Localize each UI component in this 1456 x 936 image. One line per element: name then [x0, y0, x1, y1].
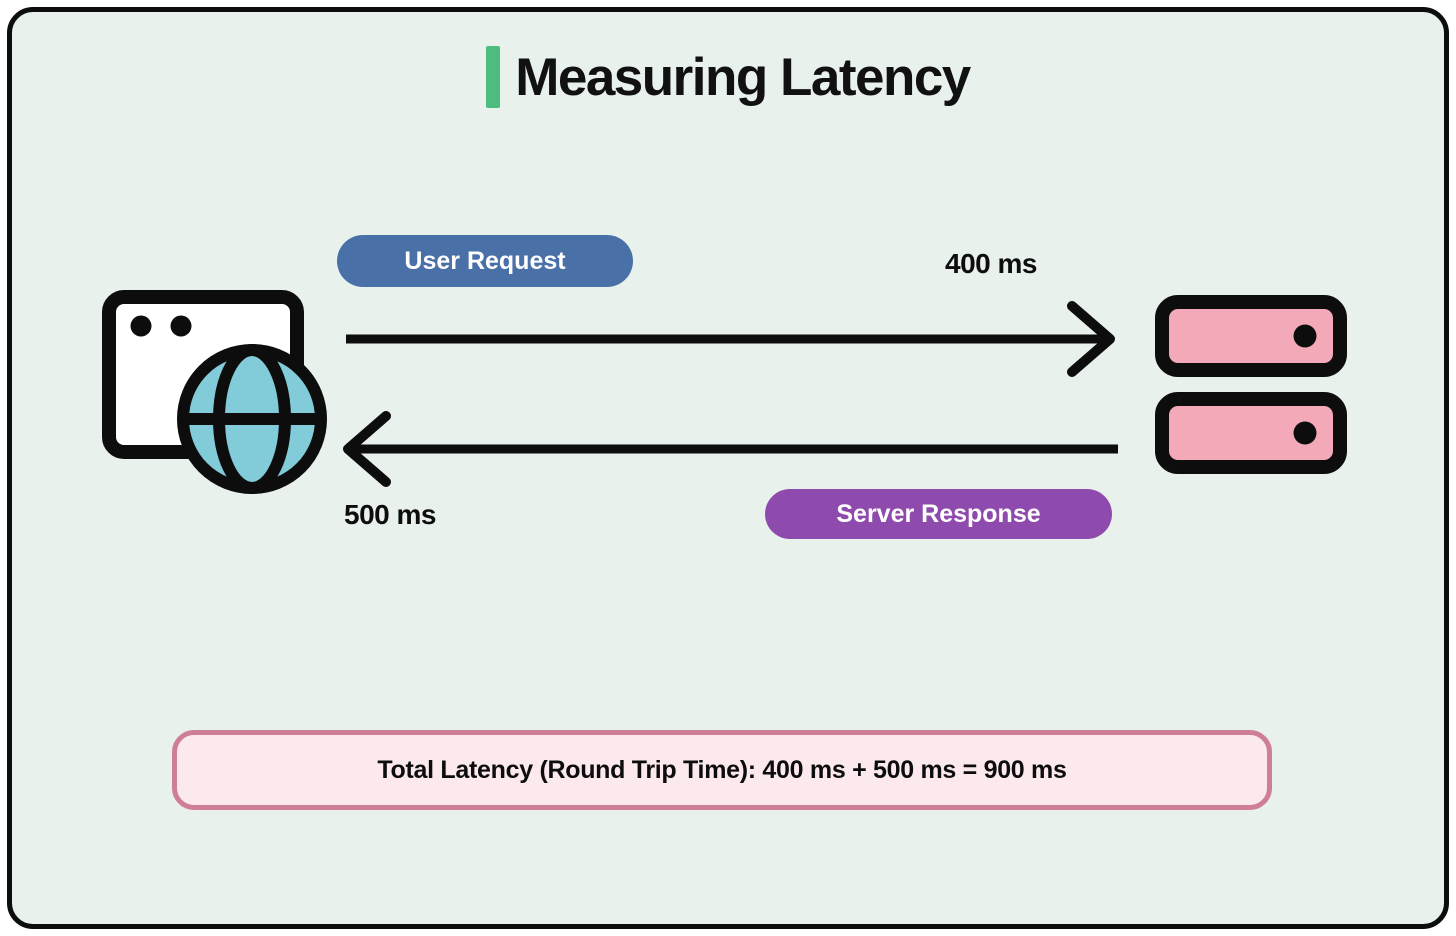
total-latency-box: Total Latency (Round Trip Time): 400 ms …: [172, 730, 1272, 810]
diagram-frame: Measuring Latency: [7, 7, 1449, 929]
user-request-badge: User Request: [337, 235, 633, 287]
response-latency-label: 500 ms: [344, 499, 436, 530]
total-latency-text: Total Latency (Round Trip Time): 400 ms …: [377, 755, 1067, 784]
globe-icon: [177, 344, 327, 494]
server-unit-icon: [1155, 295, 1347, 377]
title-accent-bar: [486, 46, 501, 108]
server-response-badge: Server Response: [765, 489, 1112, 539]
browser-globe-icon: [102, 290, 327, 494]
request-arrow-icon: [346, 301, 1115, 377]
response-arrow-icon: [343, 411, 1118, 487]
page-title: Measuring Latency: [515, 47, 971, 107]
server-unit-icon: [1155, 392, 1347, 474]
request-latency-label: 400 ms: [945, 248, 1037, 279]
user-request-badge-label: User Request: [404, 246, 566, 275]
title-row: Measuring Latency: [12, 46, 1444, 108]
server-stack-icon: [1155, 295, 1347, 474]
server-response-badge-label: Server Response: [836, 499, 1041, 528]
